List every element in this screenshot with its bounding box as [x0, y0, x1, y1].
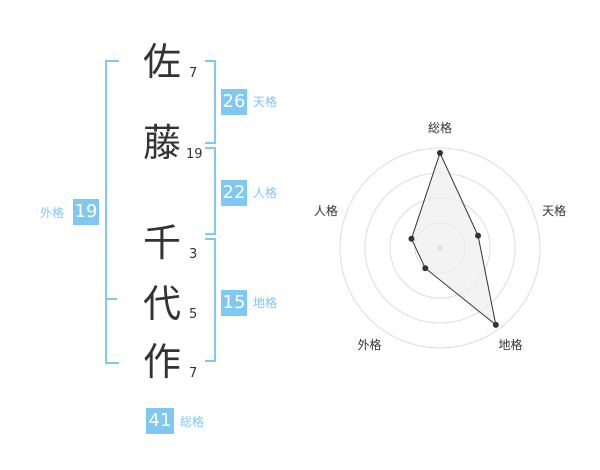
stroke-count-2: 19 — [186, 147, 203, 162]
radar-axis-label-4: 外格 — [357, 337, 381, 352]
gaikaku-bracket — [105, 60, 119, 364]
jinkaku-label: 人格 — [253, 186, 278, 200]
chikaku-label: 地格 — [253, 296, 278, 310]
surname-divider — [105, 298, 117, 300]
radar-axis-label-1: 総格 — [428, 120, 452, 135]
tenkaku-bracket — [205, 60, 216, 144]
name-char-3: 千 — [143, 221, 182, 265]
tenkaku-label: 天格 — [253, 95, 278, 109]
name-char-1: 佐 — [143, 40, 182, 84]
jinkaku-bracket — [205, 147, 216, 235]
radar-axis-label-5: 人格 — [314, 203, 338, 218]
radar-point-3 — [492, 321, 499, 328]
radar-axis-label-3: 地格 — [499, 337, 523, 352]
stroke-count-5: 7 — [189, 366, 198, 381]
gaikaku-label: 外格 — [40, 206, 65, 220]
radar-point-1 — [437, 150, 443, 156]
radar-ring — [339, 147, 541, 349]
name-char-4: 代 — [143, 282, 182, 326]
soukaku-label: 総格 — [180, 415, 205, 429]
name-char-5: 作 — [143, 340, 182, 384]
tenkaku-badge: 26 — [221, 89, 247, 115]
gaikaku-badge: 19 — [73, 199, 99, 225]
name-char-2: 藤 — [143, 121, 182, 165]
chikaku-badge: 15 — [221, 290, 247, 316]
radar-point-2 — [475, 232, 482, 239]
stroke-count-3: 3 — [189, 247, 198, 262]
chikaku-bracket — [205, 238, 216, 362]
radar-point-5 — [408, 235, 415, 242]
soukaku-badge: 41 — [146, 408, 174, 434]
radar-axis-label-2: 天格 — [542, 203, 566, 218]
stroke-count-4: 5 — [189, 307, 198, 322]
radar-point-4 — [422, 265, 429, 272]
jinkaku-badge: 22 — [221, 180, 247, 206]
radar-polygon — [410, 151, 497, 327]
stroke-count-1: 7 — [189, 66, 198, 81]
